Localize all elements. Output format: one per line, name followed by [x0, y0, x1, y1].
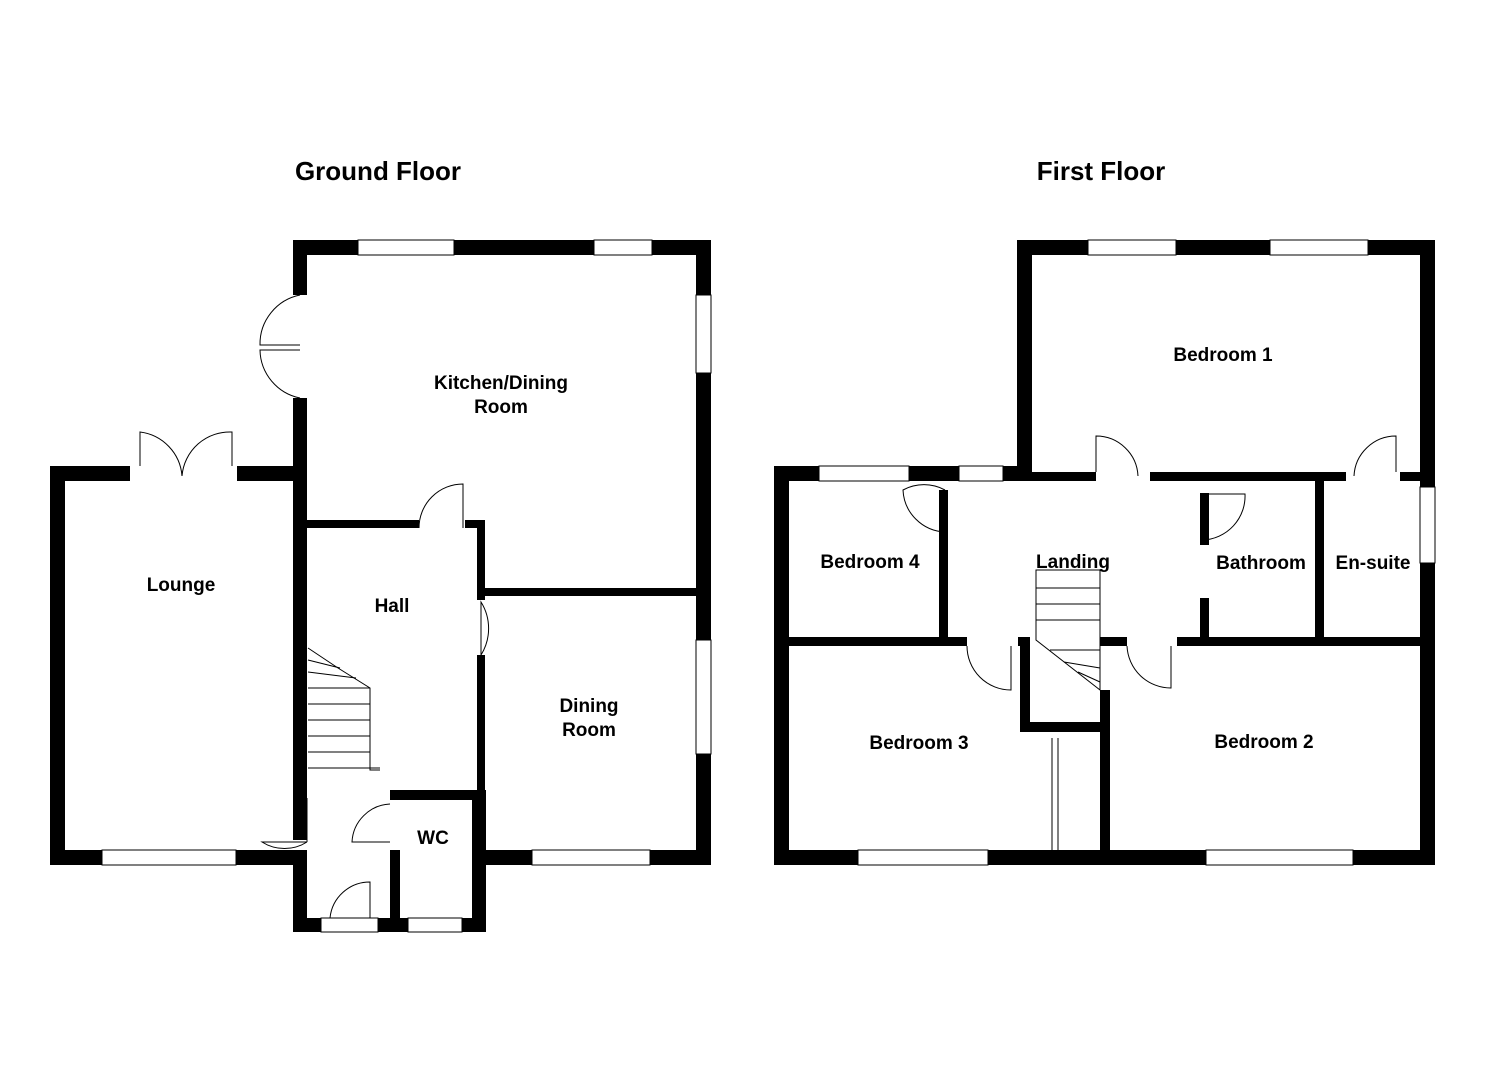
- wall: [939, 490, 948, 640]
- window: [531, 849, 651, 866]
- kitchen-label-line1: Kitchen/Dining: [434, 373, 568, 394]
- wall: [1353, 850, 1435, 865]
- window: [1419, 486, 1436, 564]
- wall: [236, 850, 307, 865]
- ensuite-label: En-suite: [1336, 553, 1411, 574]
- kitchen-label-line2: Room: [474, 397, 528, 418]
- window: [407, 917, 463, 933]
- door: [1126, 645, 1172, 689]
- ground-floor-plan: [50, 239, 712, 933]
- door: [418, 483, 464, 529]
- bathroom-label: Bathroom: [1216, 553, 1306, 574]
- door: [1353, 435, 1397, 477]
- dining-label-line1: Dining: [559, 696, 618, 717]
- staircase: [1035, 569, 1101, 692]
- bedroom2-label: Bedroom 2: [1214, 732, 1313, 753]
- staircase: [307, 647, 380, 771]
- window: [320, 917, 379, 933]
- door: [139, 431, 183, 477]
- wall: [50, 850, 102, 865]
- wall: [909, 466, 959, 481]
- wall: [1200, 598, 1209, 640]
- door: [181, 431, 233, 477]
- wall: [50, 466, 130, 481]
- window: [1087, 239, 1177, 256]
- hall-label: Hall: [375, 596, 410, 617]
- first-floor-plan: [774, 239, 1436, 866]
- wall: [477, 655, 485, 795]
- first-floor-title: First Floor: [1037, 156, 1166, 186]
- wall: [1200, 493, 1209, 545]
- door: [1095, 435, 1139, 477]
- window: [357, 239, 455, 256]
- wall: [1020, 722, 1105, 732]
- wall: [50, 466, 65, 865]
- wall: [293, 240, 307, 295]
- wall: [789, 637, 967, 646]
- bedroom1-label: Bedroom 1: [1173, 345, 1273, 366]
- window: [958, 465, 1004, 482]
- lounge-label: Lounge: [147, 575, 216, 596]
- wall: [1017, 240, 1435, 255]
- wall: [1400, 472, 1420, 481]
- wall: [650, 850, 711, 865]
- door: [259, 349, 301, 399]
- wall: [1020, 637, 1030, 732]
- window: [1269, 239, 1369, 256]
- window: [101, 849, 237, 866]
- window: [818, 465, 910, 482]
- wall: [293, 850, 307, 932]
- wall: [1003, 466, 1032, 481]
- door: [329, 881, 371, 919]
- door: [1202, 493, 1246, 541]
- wall: [1150, 472, 1346, 481]
- wall: [293, 398, 307, 840]
- window: [593, 239, 653, 256]
- window: [695, 639, 712, 755]
- bedroom3-label: Bedroom 3: [869, 733, 968, 754]
- bedroom4-label: Bedroom 4: [820, 552, 920, 573]
- landing-label: Landing: [1036, 552, 1110, 573]
- wall: [237, 466, 307, 481]
- wc-label: WC: [417, 828, 449, 849]
- wall: [307, 520, 419, 528]
- wall: [774, 466, 789, 865]
- wall: [390, 850, 400, 925]
- wall: [1100, 637, 1127, 646]
- door: [260, 841, 308, 849]
- door: [902, 484, 946, 533]
- wall: [390, 790, 486, 800]
- wall: [293, 918, 321, 932]
- ground-floor-title: Ground Floor: [295, 156, 461, 186]
- wall: [1315, 481, 1324, 640]
- wall: [465, 520, 485, 528]
- dining-label-line2: Room: [562, 720, 616, 741]
- wall: [1017, 240, 1032, 480]
- wall: [1032, 472, 1096, 481]
- window: [695, 294, 712, 374]
- window: [857, 849, 989, 866]
- wall: [774, 850, 858, 865]
- window: [1205, 849, 1354, 866]
- door: [351, 803, 391, 843]
- wall: [477, 520, 485, 600]
- door: [966, 645, 1012, 691]
- wall: [1100, 690, 1110, 850]
- wall: [477, 588, 697, 596]
- wall: [1177, 637, 1420, 646]
- door: [259, 294, 301, 346]
- wall: [472, 850, 532, 865]
- wall: [988, 850, 1206, 865]
- door: [480, 600, 490, 657]
